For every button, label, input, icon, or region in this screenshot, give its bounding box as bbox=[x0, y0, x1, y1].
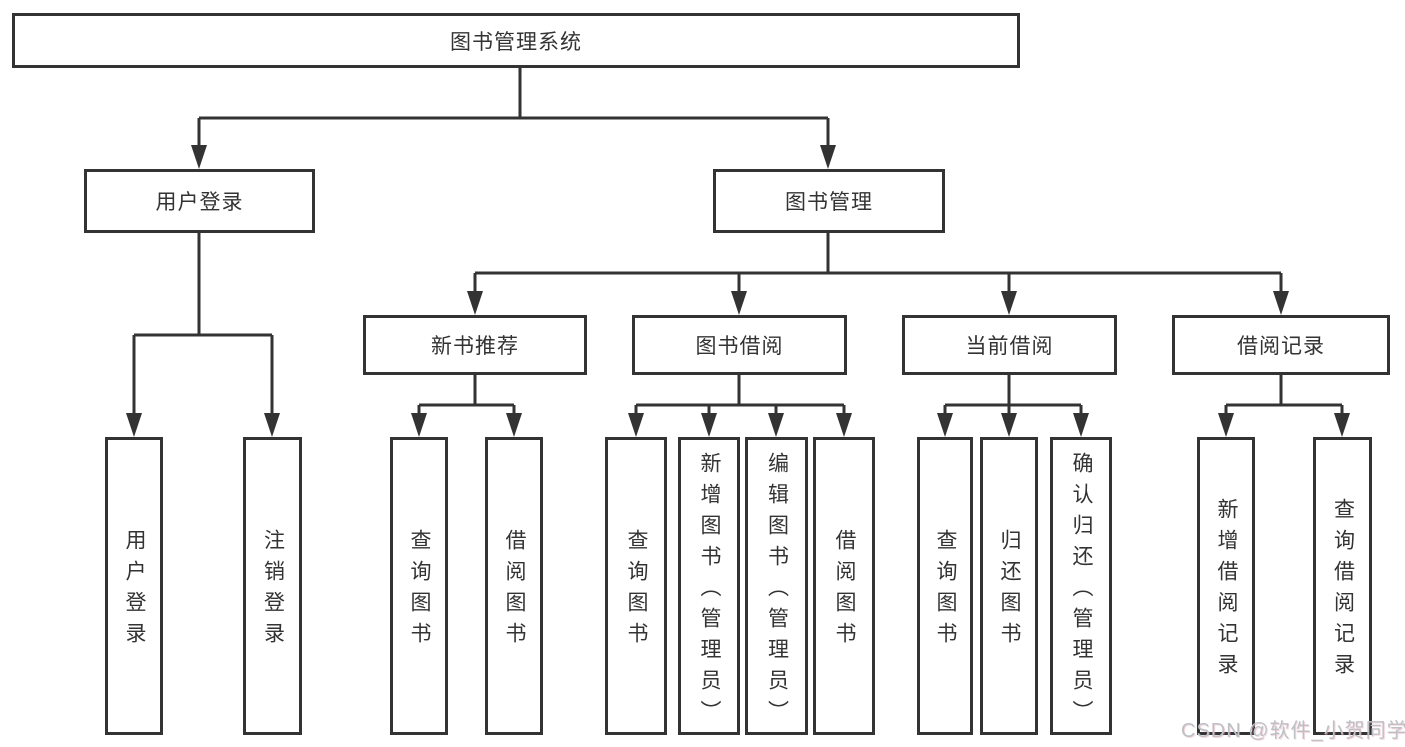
node-label: 新书推荐 bbox=[431, 335, 519, 358]
leaf-confirm-return-admin: 确认归还（管理员） bbox=[1050, 437, 1112, 735]
leaf-query-books-borrow: 查询图书 bbox=[605, 437, 667, 735]
node-label: 归还图书 bbox=[998, 529, 1021, 653]
leaf-add-borrow-record: 新增借阅记录 bbox=[1197, 437, 1255, 735]
csdn-watermark: CSDN @软件_小贺同学 bbox=[1181, 720, 1405, 742]
leaf-query-books-recommend: 查询图书 bbox=[390, 437, 448, 735]
node-label: 借阅图书 bbox=[833, 529, 856, 653]
node-label: 注销登录 bbox=[261, 529, 285, 653]
node-label: 查询图书 bbox=[625, 529, 648, 653]
leaf-add-book-admin: 新增图书（管理员） bbox=[678, 437, 740, 735]
leaf-logout: 注销登录 bbox=[243, 437, 302, 735]
leaf-edit-book-admin: 编辑图书（管理员） bbox=[745, 437, 808, 735]
node-label: 新增图书（管理员） bbox=[698, 451, 721, 731]
leaf-borrow-book-recommend: 借阅图书 bbox=[485, 437, 543, 735]
node-current-borrow: 当前借阅 bbox=[902, 315, 1117, 375]
node-label: 编辑图书（管理员） bbox=[765, 451, 789, 731]
node-label: 图书管理 bbox=[785, 191, 873, 214]
leaf-query-books-current: 查询图书 bbox=[917, 437, 973, 735]
node-new-book-recommend: 新书推荐 bbox=[363, 315, 587, 375]
node-label: 查询借阅记录 bbox=[1331, 498, 1355, 684]
node-book-management: 图书管理 bbox=[713, 169, 945, 233]
node-label: 借阅记录 bbox=[1237, 335, 1325, 358]
node-label: 当前借阅 bbox=[965, 335, 1054, 358]
node-label: 借阅图书 bbox=[503, 529, 526, 653]
node-label: 图书借阅 bbox=[695, 335, 784, 358]
leaf-query-borrow-record: 查询借阅记录 bbox=[1313, 437, 1372, 735]
leaf-return-book: 归还图书 bbox=[980, 437, 1038, 735]
node-label: 新增借阅记录 bbox=[1215, 498, 1238, 684]
node-label: 用户登录 bbox=[123, 529, 146, 653]
node-user-login: 用户登录 bbox=[84, 169, 315, 233]
node-book-borrow: 图书借阅 bbox=[632, 315, 847, 375]
leaf-borrow-book: 借阅图书 bbox=[813, 437, 875, 735]
node-root-system: 图书管理系统 bbox=[12, 13, 1020, 68]
node-label: 查询图书 bbox=[934, 529, 957, 653]
node-borrow-records: 借阅记录 bbox=[1172, 315, 1390, 375]
node-label: 查询图书 bbox=[408, 529, 431, 653]
node-label: 图书管理系统 bbox=[450, 30, 582, 54]
node-label: 确认归还（管理员） bbox=[1070, 451, 1093, 731]
leaf-user-login: 用户登录 bbox=[105, 437, 163, 735]
node-label: 用户登录 bbox=[155, 191, 244, 214]
